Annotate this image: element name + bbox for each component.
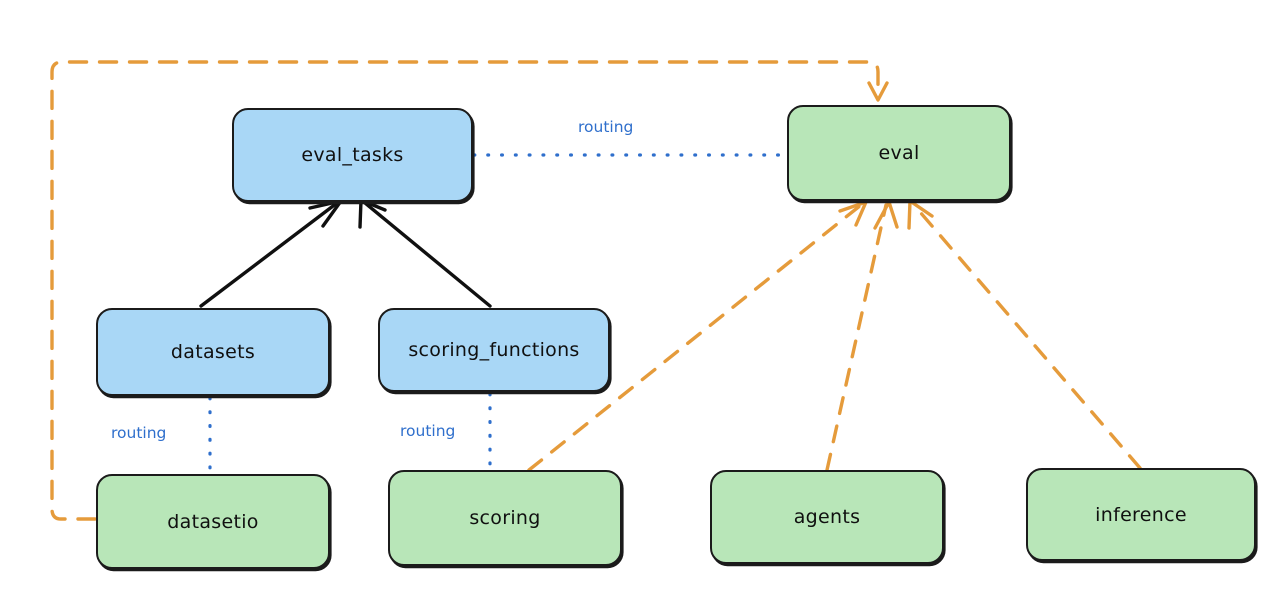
node-inference[interactable]: inference xyxy=(1026,468,1256,561)
edge-label-routing-scoring-functions-scoring: routing xyxy=(400,422,456,440)
node-agents[interactable]: agents xyxy=(710,470,944,564)
node-datasetio[interactable]: datasetio xyxy=(96,474,330,569)
node-label-scoring: scoring xyxy=(469,507,541,529)
node-label-scoring-functions: scoring_functions xyxy=(408,339,580,361)
node-datasets[interactable]: datasets xyxy=(96,308,330,396)
edge-label-routing-eval-tasks-eval: routing xyxy=(578,118,634,136)
node-scoring-functions[interactable]: scoring_functions xyxy=(378,308,610,392)
node-label-eval-tasks: eval_tasks xyxy=(301,144,404,166)
edge-label-routing-datasets-datasetio: routing xyxy=(111,424,167,442)
edge-scoring_functions-to-eval_tasks xyxy=(358,198,492,308)
node-eval-tasks[interactable]: eval_tasks xyxy=(232,108,473,202)
node-label-datasets: datasets xyxy=(170,341,256,363)
edge-inference-to-eval xyxy=(907,199,1142,470)
edge-agents-to-eval xyxy=(825,200,899,472)
node-label-datasetio: datasetio xyxy=(167,510,259,533)
node-label-agents: agents xyxy=(793,506,861,528)
node-scoring[interactable]: scoring xyxy=(388,470,622,566)
node-label-eval: eval xyxy=(878,142,920,164)
edge-datasets-to-eval_tasks xyxy=(199,199,343,308)
node-eval[interactable]: eval xyxy=(787,105,1011,201)
node-label-inference: inference xyxy=(1095,503,1187,526)
